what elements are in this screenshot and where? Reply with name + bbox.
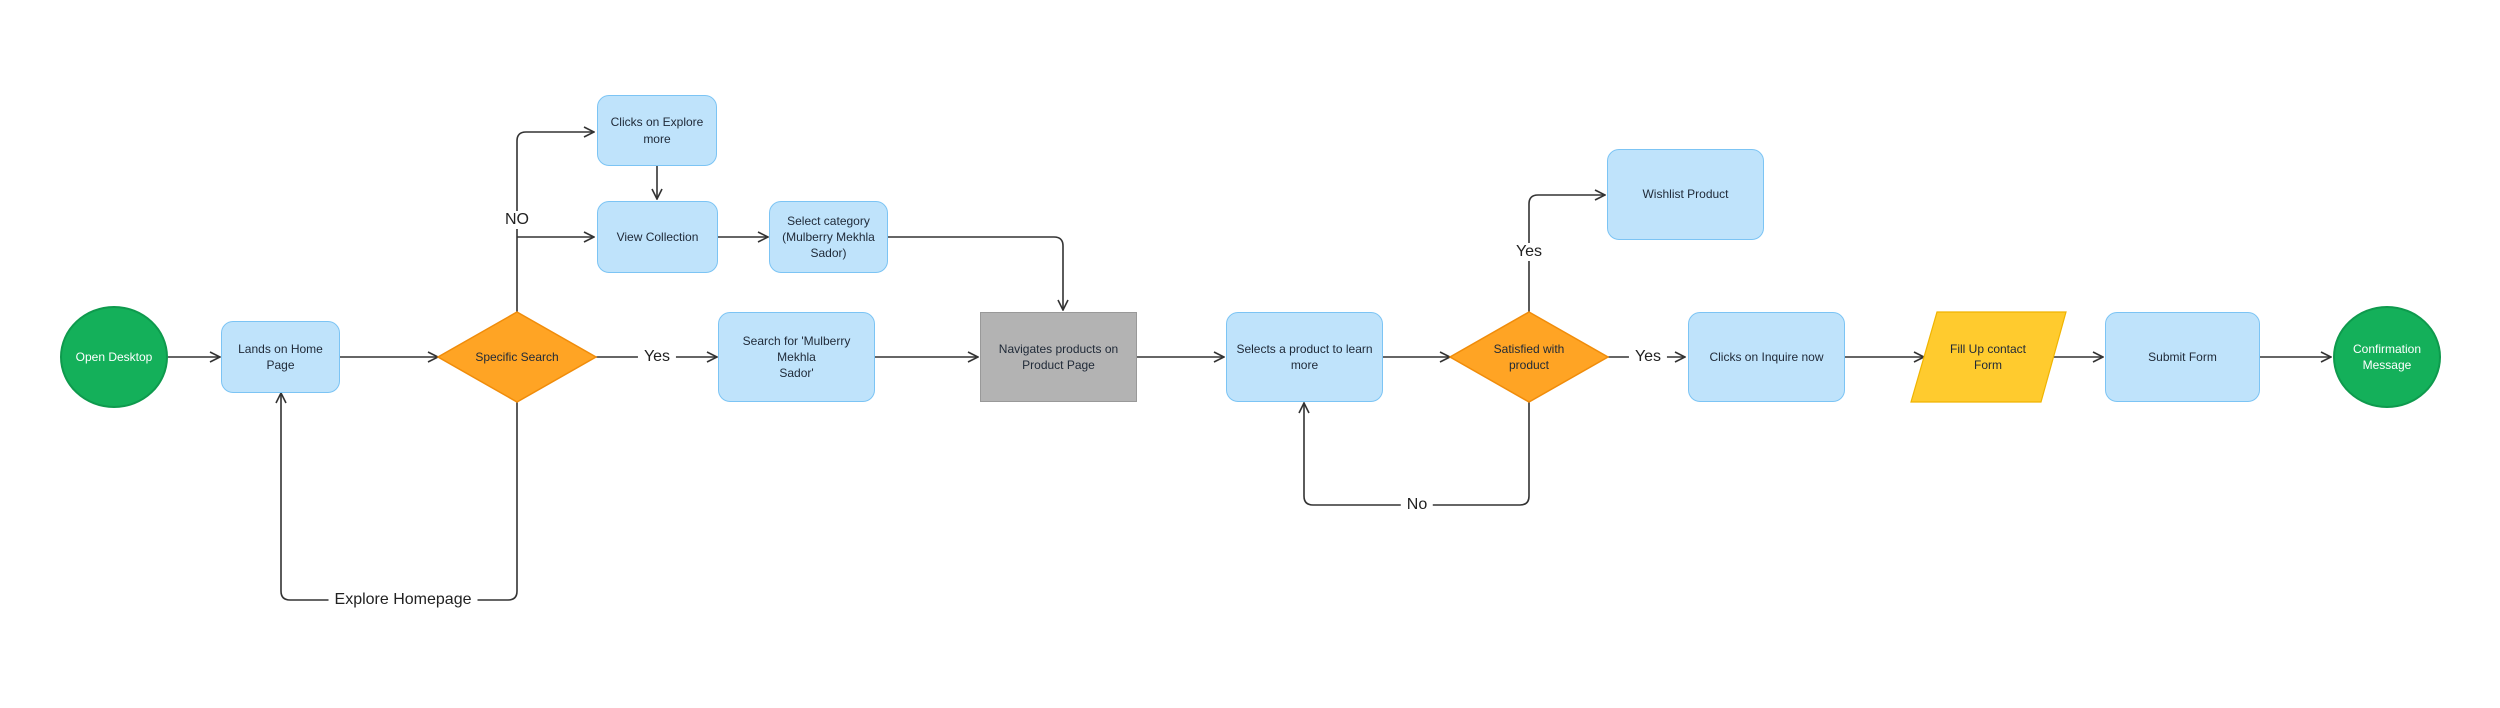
decision-specific-search-shape (436, 311, 598, 403)
label-yes-wishlist: Yes (1509, 243, 1549, 261)
wishlist-label: Wishlist Product (1642, 187, 1729, 202)
decision-specific-search-label: Specific Search (475, 349, 559, 364)
connector-no-to-explore (516, 132, 594, 312)
connector-no-loop (1304, 402, 1530, 506)
label-explore-homepage: Explore Homepage (328, 591, 478, 609)
lands-home-label: Lands on Home Page (238, 341, 323, 372)
connector-yes-to-wishlist (1528, 195, 1605, 312)
process-lands-home-page: Lands on Home Page (221, 321, 340, 393)
decision-satisfied-shape (1448, 311, 1610, 403)
search-mulberry-label: Search for 'Mulberry Mekhla Sador' (742, 333, 851, 381)
select-category-label: Select category (Mulberry Mekhla Sador) (782, 213, 875, 261)
submit-form-label: Submit Form (2148, 349, 2217, 364)
process-clicks-explore-more: Clicks on Explore more (597, 95, 717, 166)
open-desktop-label: Open Desktop (75, 349, 153, 364)
inquire-label: Clicks on Inquire now (1709, 349, 1824, 364)
process-selects-product: Selects a product to learn more (1226, 312, 1383, 402)
decision-satisfied-label: Satisfied with product (1493, 341, 1565, 372)
process-select-category: Select category (Mulberry Mekhla Sador) (769, 201, 888, 273)
confirmation-label: Confirmation Message (2352, 341, 2422, 372)
connector-category-to-navigate (888, 236, 1063, 310)
terminal-confirmation-message: Confirmation Message (2333, 306, 2441, 408)
label-no-branch: NO (499, 211, 535, 229)
process-submit-form: Submit Form (2105, 312, 2260, 402)
page-navigates-products: Navigates products on Product Page (980, 312, 1137, 402)
process-wishlist-product: Wishlist Product (1607, 149, 1764, 240)
label-yes-search: Yes (637, 348, 677, 366)
clicks-explore-label: Clicks on Explore more (610, 115, 704, 146)
view-collection-label: View Collection (616, 229, 699, 244)
label-no-loop: No (1400, 496, 1434, 514)
navigates-products-label: Navigates products on Product Page (998, 341, 1119, 372)
label-yes-inquire: Yes (1628, 348, 1668, 366)
process-search-mulberry: Search for 'Mulberry Mekhla Sador' (718, 312, 875, 402)
process-clicks-inquire-now: Clicks on Inquire now (1688, 312, 1845, 402)
terminal-open-desktop: Open Desktop (60, 306, 168, 408)
selects-product-label: Selects a product to learn more (1236, 341, 1373, 372)
io-fill-form-shape (1910, 311, 2067, 403)
io-fill-form-label: Fill Up contact Form (1949, 341, 2027, 372)
connector-explore-homepage-loop (281, 393, 518, 601)
process-view-collection: View Collection (597, 201, 718, 273)
